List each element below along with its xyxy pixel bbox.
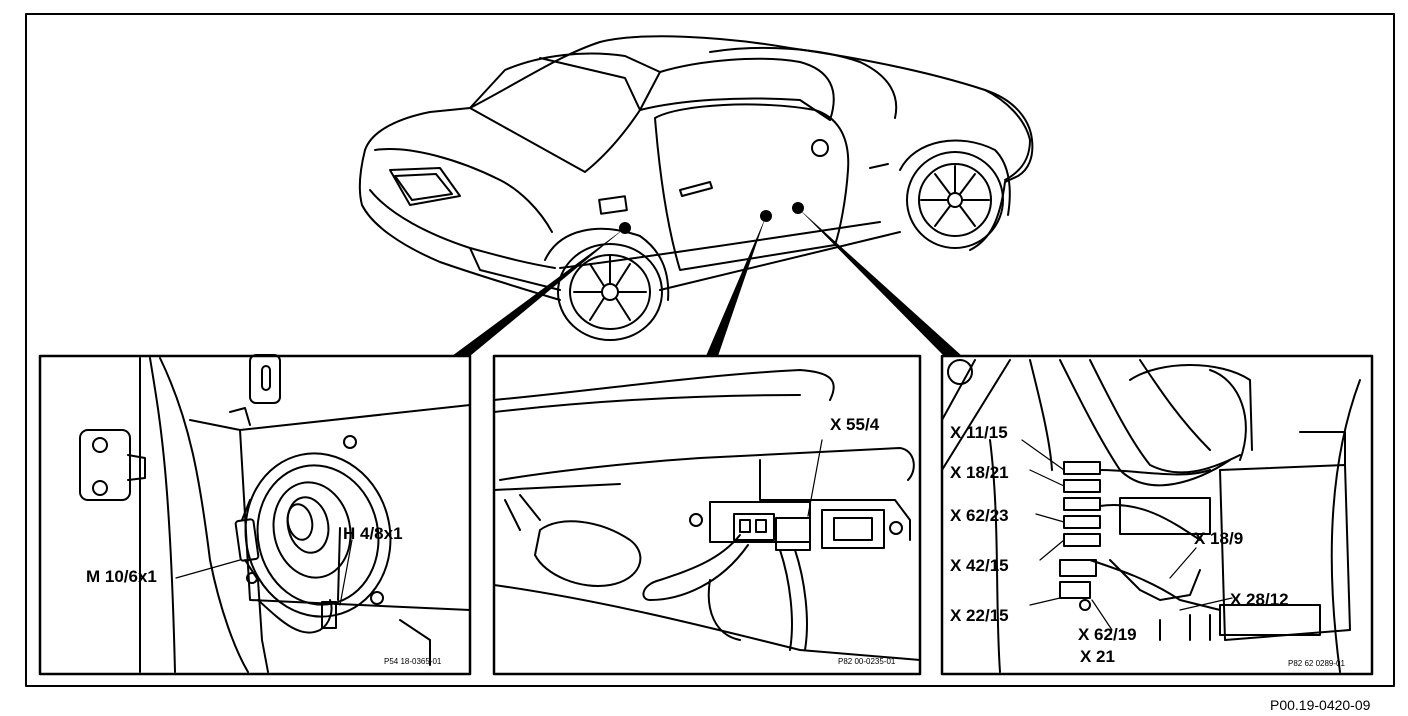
car-illustration: [358, 35, 1034, 341]
pointer-middle: [706, 216, 766, 356]
label-x18-9: X 18/9: [1194, 529, 1244, 548]
label-x62-19: X 62/19: [1078, 625, 1137, 644]
pointer-left: [452, 228, 625, 356]
label-x22-15: X 22/15: [950, 606, 1009, 625]
panel-connector: [492, 354, 922, 676]
label-x11-15: X 11/15: [950, 423, 1008, 442]
label-x28-12: X 28/12: [1230, 590, 1289, 609]
figure-reference: P00.19-0420-09: [1270, 697, 1371, 713]
label-x21: X 21: [1080, 647, 1115, 666]
panel-harness: [940, 354, 1374, 676]
panel-ref-harness: P82 62 0289-01: [1288, 659, 1345, 668]
label-h4-8x1: H 4/8x1: [343, 524, 403, 543]
label-x18-21: X 18/21: [950, 463, 1009, 482]
label-x62-23: X 62/23: [950, 506, 1009, 525]
label-x42-15: X 42/15: [950, 556, 1009, 575]
label-x55-4: X 55/4: [830, 415, 880, 434]
pointer-right: [798, 208, 962, 356]
panel-ref-speaker: P54 18-0365-01: [384, 657, 442, 666]
panel-speaker: [38, 354, 472, 676]
panel-ref-connector: P82 00-0235-01: [838, 657, 896, 666]
outer-frame: [25, 13, 1395, 687]
label-m10-6x1: M 10/6x1: [86, 567, 157, 586]
